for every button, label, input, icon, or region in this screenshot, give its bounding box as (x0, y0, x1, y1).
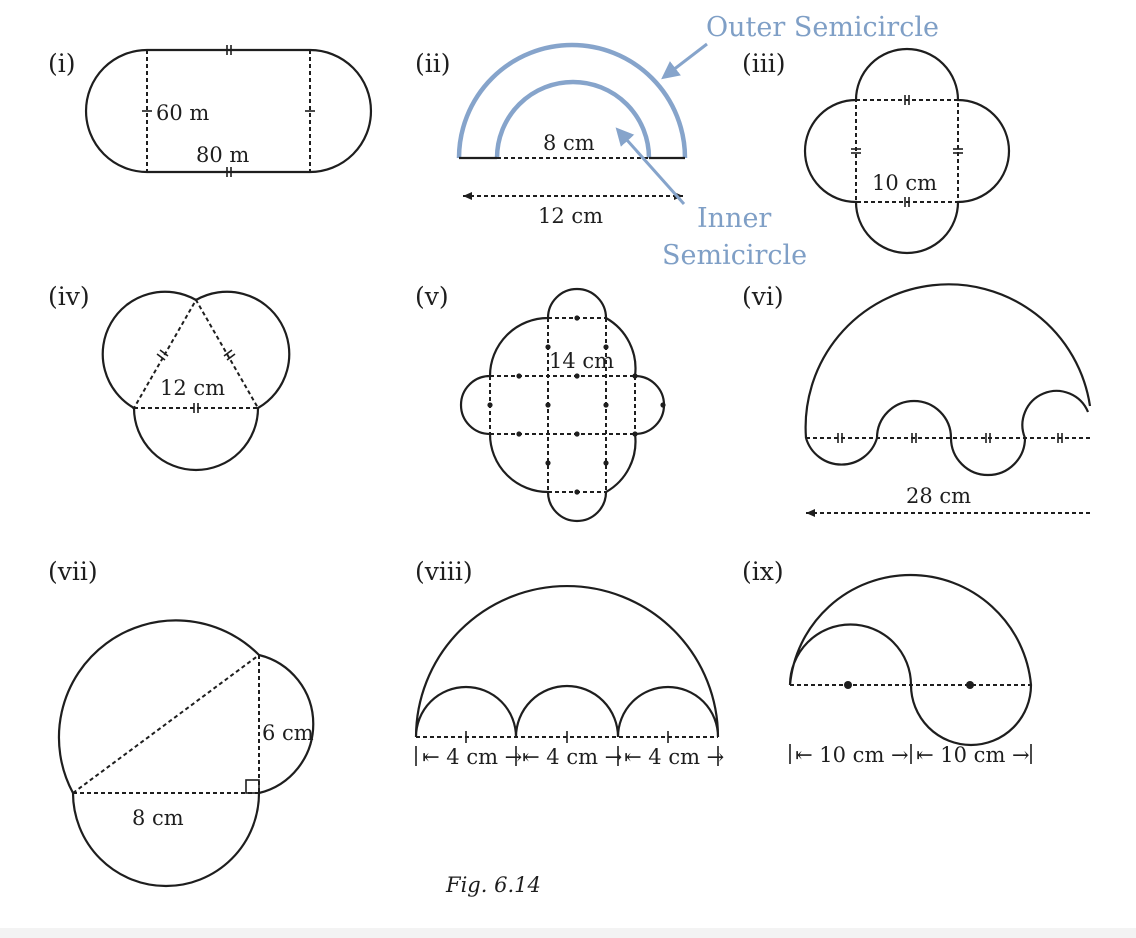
figure-viii-seg2-label: ⇤ 4 cm → (522, 745, 622, 769)
figure-v-side-label: 14 cm (549, 349, 614, 373)
figure-ii-inner-semicircle (494, 79, 652, 159)
figure-ix-seg2-label: ⇤ 10 cm → (916, 743, 1030, 767)
figure-vii-label: (vii) (48, 557, 98, 586)
figure-v-label: (v) (415, 282, 449, 311)
figure-viii-seg3-label: ⇤ 4 cm → (624, 745, 724, 769)
figure-ii-inner-diameter-label: 8 cm (543, 131, 595, 155)
figure-vi: (vi) 28 cm (742, 282, 1092, 517)
figure-vi-outline (804, 283, 1092, 477)
figure-vii-height-label: 6 cm (262, 721, 314, 745)
figure-ii: (ii) 8 cm 12 cm Outer Semicircle Inner S… (415, 12, 939, 271)
figure-ix-label: (ix) (742, 557, 784, 586)
figure-ix: (ix) ⇤ 10 cm → ⇤ 10 cm → (742, 557, 1033, 767)
figure-ii-outer-annotation: Outer Semicircle (706, 12, 939, 43)
figure-iv-label: (iv) (48, 282, 90, 311)
figure-caption: Fig. 6.14 (445, 873, 541, 897)
figure-vi-diameter-label: 28 cm (906, 484, 971, 508)
figure-v-outline (459, 287, 666, 523)
figure-iv-side-label: 12 cm (160, 376, 225, 400)
figure-iii-square (855, 99, 959, 203)
figure-iii-label: (iii) (742, 49, 786, 78)
figure-ii-inner-arrow (615, 127, 686, 205)
figure-ii-outer-arrow (661, 42, 708, 80)
figure-ii-inner-annotation-1: Inner (697, 203, 771, 234)
figure-viii-label: (viii) (415, 557, 473, 586)
figure-iii-side-label: 10 cm (872, 171, 937, 195)
figure-iii-outline (803, 47, 1011, 255)
figure-v: (v) 14 cm (415, 282, 666, 523)
figure-ii-outer-semicircle (456, 42, 688, 159)
figure-vii-base-label: 8 cm (132, 806, 184, 830)
figure-ix-outline (788, 573, 1033, 747)
figure-iii: (iii) 10 cm (742, 47, 1011, 255)
figure-viii-seg1-label: ⇤ 4 cm → (422, 745, 522, 769)
figure-vii: (vii) 6 cm 8 cm (48, 557, 315, 888)
figure-i-length-label: 80 m (196, 143, 249, 167)
figure-viii: (viii) ⇤ 4 cm → ⇤ 4 cm → ⇤ 4 cm → (414, 557, 724, 769)
figure-i-label: (i) (48, 49, 76, 78)
figure-vii-right-angle (245, 779, 260, 794)
figure-vi-label: (vi) (742, 282, 784, 311)
figure-vii-outline (57, 619, 315, 888)
figure-i: (i) 60 m 80 m (48, 45, 373, 177)
figure-ix-seg1-label: ⇤ 10 cm → (795, 743, 909, 767)
figure-vii-hypotenuse (72, 654, 260, 794)
figure-iv-outline (101, 290, 291, 472)
figure-i-width-label: 60 m (156, 101, 209, 125)
figure-ii-inner-annotation-2: Semicircle (662, 240, 807, 271)
bottom-strip (0, 928, 1136, 938)
figure-ii-outer-diameter-label: 12 cm (538, 204, 603, 228)
figure-ii-label: (ii) (415, 49, 451, 78)
figure-viii-outline (414, 584, 720, 738)
figure-iv: (iv) 12 cm (48, 282, 291, 472)
